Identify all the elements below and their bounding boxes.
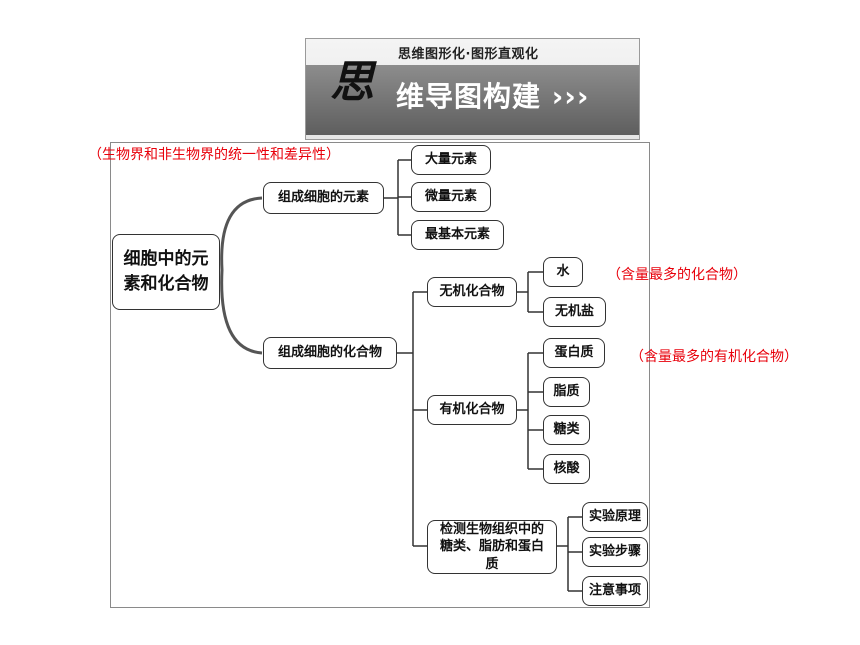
inorganic-item: 无机盐 — [543, 297, 606, 327]
element-item: 微量元素 — [411, 182, 491, 212]
compounds-node: 组成细胞的化合物 — [263, 337, 397, 369]
detection-item: 实验步骤 — [582, 537, 648, 567]
banner-subtitle: 思维图形化·图形直观化 — [398, 47, 539, 62]
banner-main-title: 维导图构建 ››› — [396, 80, 590, 113]
water-note: （含量最多的化合物） — [607, 267, 747, 283]
organic-item: 核酸 — [543, 454, 590, 484]
protein-note: （含量最多的有机化合物） — [630, 349, 798, 365]
organic-item: 脂质 — [543, 377, 590, 407]
root-node: 细胞中的元素和化合物 — [112, 234, 220, 310]
diagram-frame — [110, 142, 650, 608]
detection-node: 检测生物组织中的糖类、脂肪和蛋白质 — [427, 520, 557, 574]
inorganic-item: 水 — [543, 257, 583, 287]
banner-band — [306, 65, 639, 135]
elements-node: 组成细胞的元素 — [263, 182, 384, 214]
detection-item: 实验原理 — [582, 502, 648, 532]
inorganic-node: 无机化合物 — [427, 277, 517, 307]
organic-node: 有机化合物 — [427, 395, 517, 425]
organic-item: 糖类 — [543, 415, 590, 445]
organic-item: 蛋白质 — [543, 338, 605, 368]
elements-note: （生物界和非生物界的统一性和差异性） — [88, 147, 340, 163]
banner-big-char: 思 — [330, 57, 374, 108]
detection-item: 注意事项 — [582, 576, 648, 606]
element-item: 最基本元素 — [411, 220, 504, 250]
element-item: 大量元素 — [411, 145, 491, 175]
section-banner: 思维图形化·图形直观化 思 维导图构建 ››› — [305, 38, 640, 140]
